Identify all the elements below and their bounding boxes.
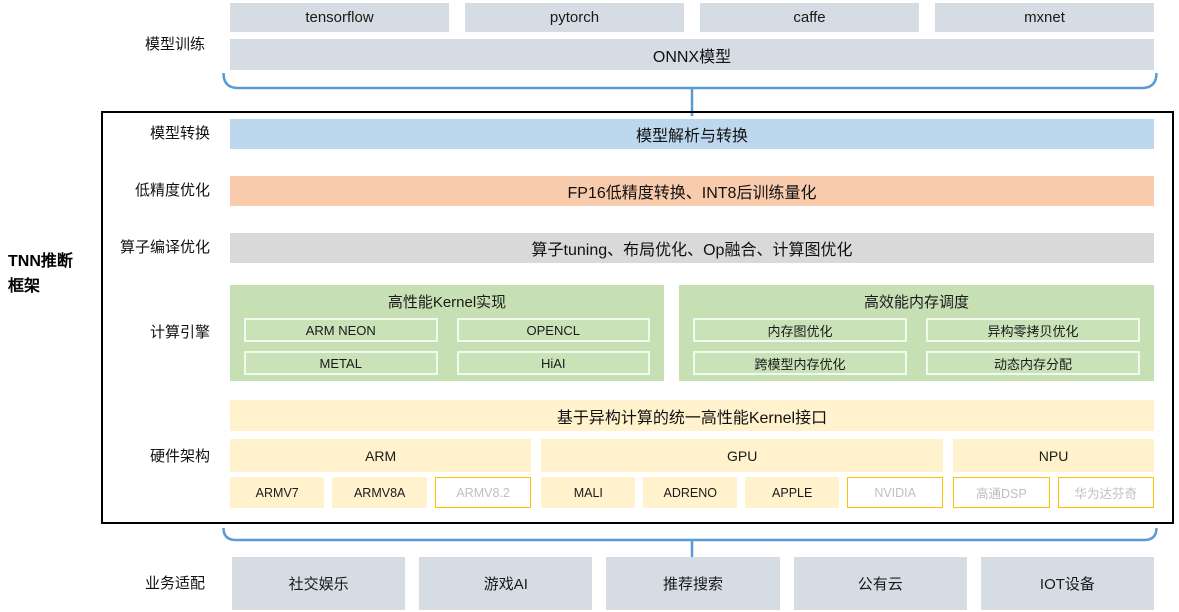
hw-section-gpu: GPU MALI ADRENO APPLE NVIDIA	[541, 439, 944, 508]
model-training-label: 模型训练	[144, 36, 205, 53]
onnx-model-bar: ONNX模型	[230, 39, 1154, 70]
memory-schedule-group: 高效能内存调度 内存图优化 异构零拷贝优化 跨模型内存优化 动态内存分配	[679, 285, 1154, 381]
chip-dynamic-mem-alloc: 动态内存分配	[926, 351, 1140, 375]
business-adapt-label: 业务适配	[144, 575, 205, 592]
low-precision-bar: FP16低精度转换、INT8后训练量化	[230, 176, 1154, 206]
chip-huawei-davinci: 华为达芬奇	[1057, 477, 1155, 508]
chip-adreno: ADRENO	[643, 477, 738, 508]
tnn-framework-title: TNN推断框架	[8, 253, 73, 295]
biz-box-social: 社交娱乐	[232, 557, 406, 610]
chip-armv8-2: ARMV8.2	[434, 477, 532, 508]
model-conversion-bar: 模型解析与转换	[230, 119, 1154, 149]
chip-armv7: ARMV7	[230, 477, 325, 508]
hardware-area: ARM ARMV7 ARMV8A ARMV8.2 GPU MALI ADRENO…	[230, 439, 1155, 508]
kernel-impl-group: 高性能Kernel实现 ARM NEON OPENCL METAL HiAI	[230, 285, 664, 381]
kernel-api-bar: 基于异构计算的统一高性能Kernel接口	[230, 400, 1154, 431]
framework-box-mxnet: mxnet	[935, 3, 1154, 32]
hw-section-arm: ARM ARMV7 ARMV8A ARMV8.2	[230, 439, 532, 508]
biz-box-iot: IOT设备	[980, 557, 1155, 610]
memory-schedule-title: 高效能内存调度	[863, 294, 969, 311]
chip-qualcomm-dsp: 高通DSP	[953, 477, 1050, 508]
framework-box-caffe: caffe	[700, 3, 919, 32]
tnn-framework-box	[101, 111, 1174, 524]
chip-hiai: HiAI	[456, 351, 650, 375]
framework-box-pytorch: pytorch	[465, 3, 684, 32]
chip-metal: METAL	[244, 351, 438, 375]
op-compile-label: 算子编译优化	[119, 239, 210, 256]
chip-nvidia: NVIDIA	[847, 477, 944, 508]
low-precision-label: 低精度优化	[134, 182, 210, 199]
hardware-arch-label: 硬件架构	[149, 448, 210, 465]
chip-cross-model-mem: 跨模型内存优化	[693, 351, 907, 375]
hw-header-gpu: GPU	[541, 439, 944, 472]
hw-header-arm: ARM	[230, 439, 532, 472]
biz-box-recommend: 推荐搜索	[606, 557, 780, 610]
framework-box-tensorflow: tensorflow	[230, 3, 449, 32]
op-compile-bar: 算子tuning、布局优化、Op融合、计算图优化	[230, 233, 1154, 263]
biz-box-game-ai: 游戏AI	[419, 557, 593, 610]
brace-connector-bottom	[222, 528, 1158, 557]
chip-apple: APPLE	[745, 477, 840, 508]
hw-section-npu: NPU 高通DSP 华为达芬奇	[953, 439, 1155, 508]
framework-row: tensorflow pytorch caffe mxnet	[230, 3, 1154, 32]
kernel-impl-title: 高性能Kernel实现	[387, 294, 507, 311]
biz-box-cloud: 公有云	[793, 557, 967, 610]
chip-armv8a: ARMV8A	[332, 477, 427, 508]
hw-header-npu: NPU	[953, 439, 1154, 472]
business-row: 社交娱乐 游戏AI 推荐搜索 公有云 IOT设备	[232, 557, 1155, 610]
chip-memory-graph-opt: 内存图优化	[693, 318, 907, 342]
chip-mali: MALI	[541, 477, 636, 508]
model-conversion-label: 模型转换	[149, 125, 210, 142]
compute-engine-label: 计算引擎	[149, 324, 210, 341]
chip-zero-copy-opt: 异构零拷贝优化	[926, 318, 1140, 342]
chip-opencl: OPENCL	[456, 318, 650, 342]
chip-arm-neon: ARM NEON	[244, 318, 438, 342]
